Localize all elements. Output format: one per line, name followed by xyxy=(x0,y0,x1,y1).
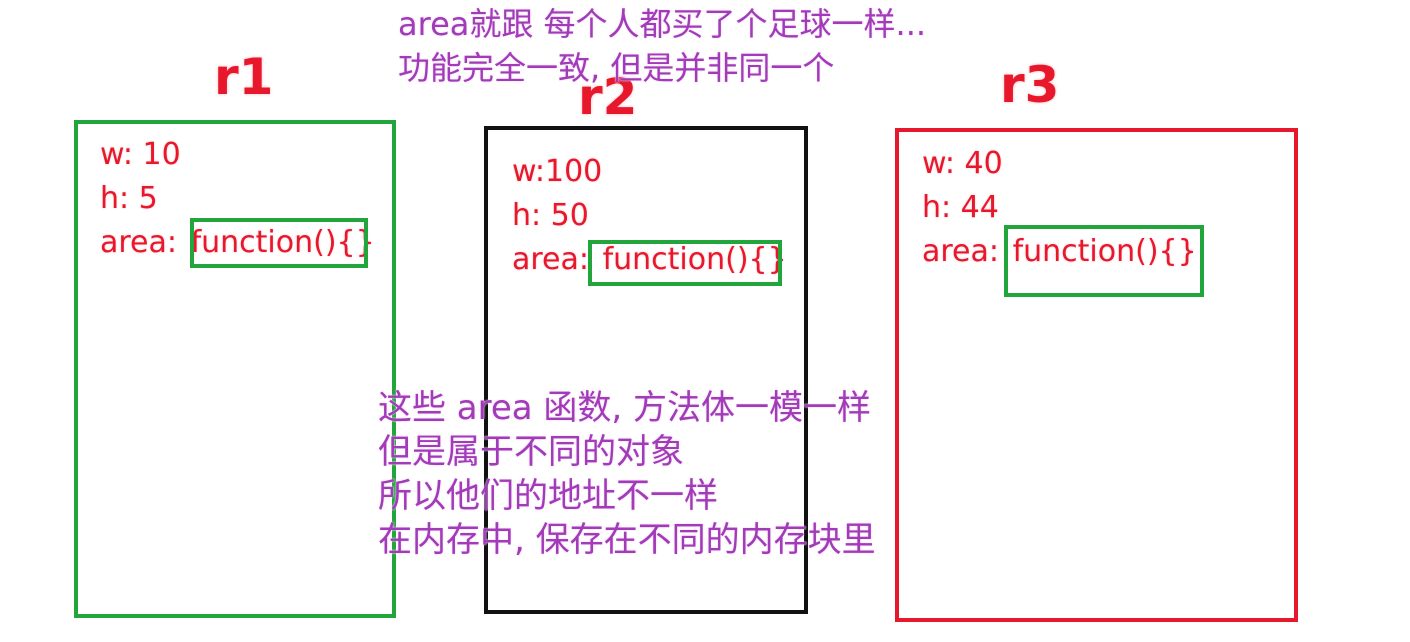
area-function-r3: function(){} xyxy=(1012,234,1197,269)
object-label-r3: r3 xyxy=(1000,56,1060,114)
object-box-r2 xyxy=(484,126,808,614)
field-area-r2: area: function(){} xyxy=(512,238,787,282)
middle-annotation-line-4: 在内存中, 保存在不同的内存块里 xyxy=(378,520,876,560)
field-h-r2: h: 50 xyxy=(512,198,589,233)
field-h-r1: h: 5 xyxy=(100,181,158,216)
middle-annotation: 这些 area 函数, 方法体一模一样 但是属于不同的对象 所以他们的地址不一样… xyxy=(378,386,876,562)
area-function-r2: function(){} xyxy=(602,242,787,277)
field-area-r1: area: function(){} xyxy=(100,221,375,265)
middle-annotation-line-1: 这些 area 函数, 方法体一模一样 xyxy=(378,388,872,428)
object-label-r1: r1 xyxy=(214,48,274,106)
field-w-r2: w:100 xyxy=(512,154,603,189)
middle-annotation-line-2: 但是属于不同的对象 xyxy=(378,432,684,472)
object-box-r1 xyxy=(74,120,396,618)
area-key-r1: area: xyxy=(100,225,178,260)
object-fields-r2: w:100 h: 50 area: function(){} xyxy=(512,150,787,282)
function-highlight-r2 xyxy=(588,240,782,286)
field-h-r3: h: 44 xyxy=(922,190,999,225)
function-highlight-r3 xyxy=(1004,225,1204,297)
object-fields-r1: w: 10 h: 5 area: function(){} xyxy=(100,133,375,265)
object-box-r3 xyxy=(895,128,1298,622)
field-area-r3: area: function(){} xyxy=(922,230,1197,274)
field-w-r3: w: 40 xyxy=(922,146,1003,181)
top-annotation-line-1: area就跟 每个人都买了个足球一样... xyxy=(398,5,927,43)
area-key-r2: area: xyxy=(512,242,590,277)
area-key-r3: area: xyxy=(922,234,1000,269)
field-w-r1: w: 10 xyxy=(100,137,181,172)
object-label-r2: r2 xyxy=(578,68,638,126)
top-annotation-line-2: 功能完全一致, 但是并非同一个 xyxy=(398,49,835,87)
function-highlight-r1 xyxy=(190,218,368,268)
object-fields-r3: w: 40 h: 44 area: function(){} xyxy=(922,142,1197,274)
area-function-r1: function(){} xyxy=(190,225,375,260)
middle-annotation-line-3: 所以他们的地址不一样 xyxy=(378,476,718,516)
top-annotation: area就跟 每个人都买了个足球一样... 功能完全一致, 但是并非同一个 xyxy=(398,2,926,90)
